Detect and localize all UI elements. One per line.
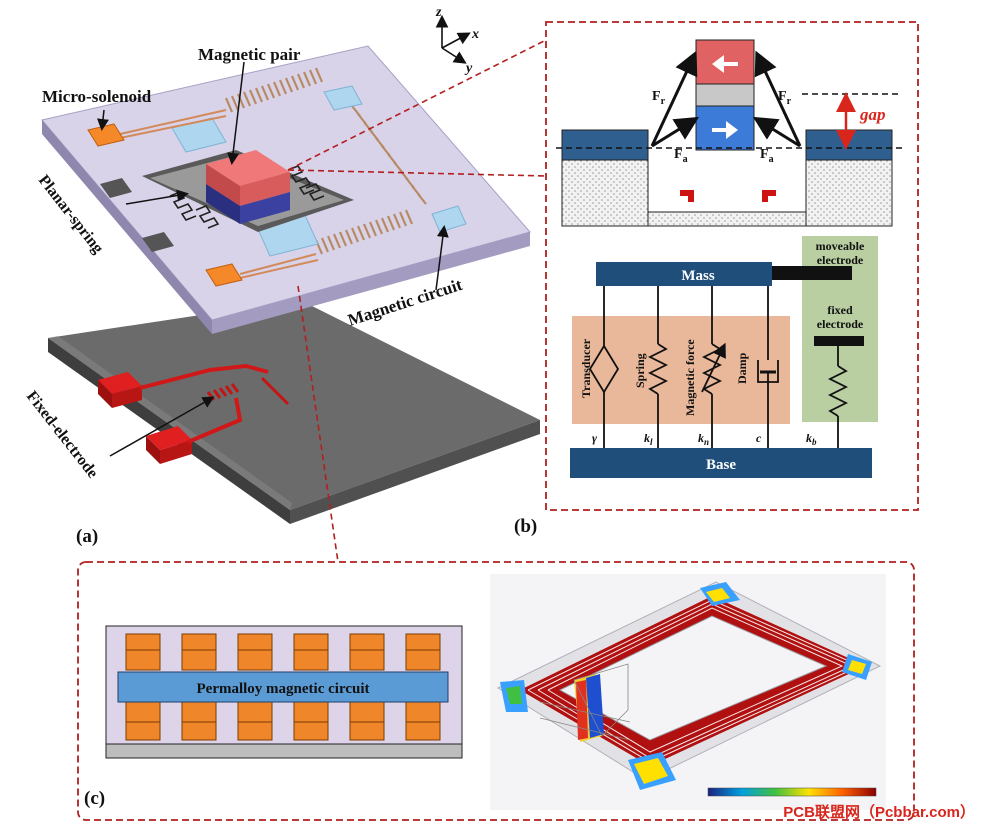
field-simulation [490, 574, 886, 810]
gap-label: gap [859, 105, 886, 124]
axis-z-label: z [435, 5, 442, 20]
force-fa-left: Fa [674, 147, 688, 165]
param-kb: kb [806, 431, 817, 447]
axis-triad [435, 14, 471, 64]
axis-x-label: x [471, 27, 479, 42]
param-kl: kl [644, 431, 653, 447]
panel-c: Permalloy magnetic circuit [77, 561, 915, 821]
damp-label: Damp [735, 352, 749, 384]
coil-traces [119, 109, 319, 279]
panel-a-label: (a) [76, 526, 98, 547]
panel-b: Fr Fr Fa Fa gap [514, 21, 919, 537]
panel-c-frame [77, 561, 915, 821]
label-fixed-electrode: Fixed-electrode [23, 388, 101, 482]
fixed-electrode-label-1: fixed [827, 303, 853, 317]
moveable-electrode-label-2: electrode [817, 253, 864, 267]
zoom-connectors [287, 39, 547, 563]
axis-y-label: y [464, 61, 473, 76]
magnetic-force-label: Magnetic force [683, 339, 697, 416]
fixed-electrode-pattern [98, 363, 290, 464]
bottom-substrate [48, 300, 540, 524]
param-kn: kn [698, 431, 709, 447]
watermark: PCB联盟网（Pcbbar.com） [783, 804, 975, 821]
panel-c-label: (c) [84, 788, 105, 809]
permalloy-label: Permalloy magnetic circuit [197, 681, 370, 697]
spring-label: Spring [633, 353, 647, 388]
force-fr-right: Fr [778, 89, 792, 107]
force-fr-left: Fr [652, 89, 666, 107]
fixed-electrode-label-2: electrode [817, 317, 864, 331]
force-fa-right: Fa [760, 147, 774, 165]
solenoid-pads [87, 123, 243, 287]
transducer-label: Transducer [579, 338, 593, 398]
callout-lines [97, 61, 449, 457]
label-magnetic-pair: Magnetic pair [198, 45, 301, 64]
param-c: c [756, 431, 762, 445]
mass-label: Mass [681, 268, 714, 284]
lumped-model [570, 236, 878, 478]
base-label: Base [706, 457, 736, 473]
panel-a: z x y Micro-solenoid Magnetic pair Plana… [23, 5, 540, 547]
param-gamma: γ [592, 431, 597, 445]
magnetic-pair-block [206, 150, 290, 224]
force-schematic [556, 39, 904, 227]
label-micro-solenoid: Micro-solenoid [42, 87, 152, 106]
micro-solenoid-coils [224, 67, 427, 255]
panel-b-frame [545, 21, 919, 511]
moveable-electrode-label-1: moveable [816, 239, 865, 253]
panel-b-label: (b) [514, 516, 537, 537]
permalloy-cross-section [105, 625, 463, 759]
